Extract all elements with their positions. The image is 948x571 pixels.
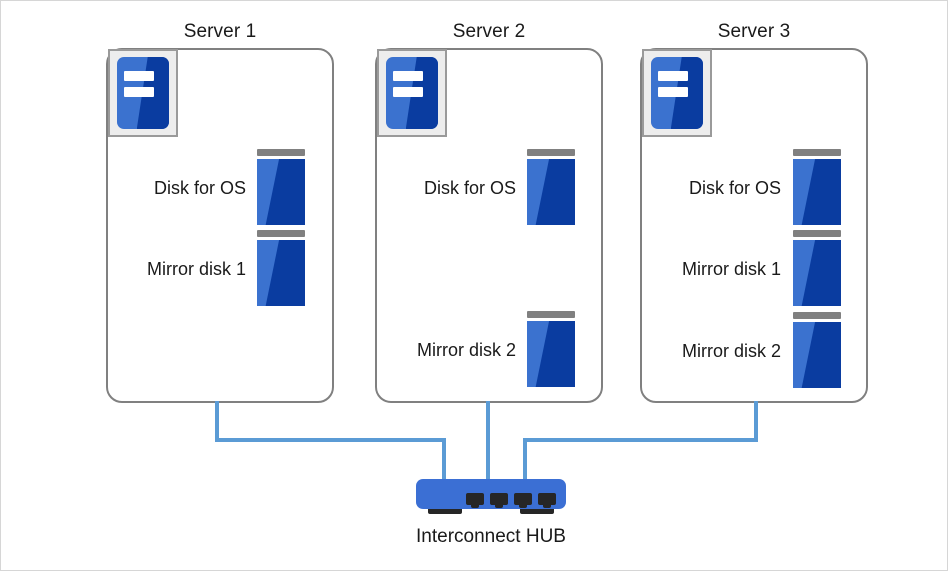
connection-line-server-3-vertical-a [754,401,758,442]
hub-foot-left [428,507,462,514]
server-3-disk-label-2: Mirror disk 2 [681,341,781,361]
disk-cap-icon [793,312,841,319]
server-2-disk-label-1: Mirror disk 2 [416,340,516,360]
server-icon-body [117,57,169,129]
server-icon-body [386,57,438,129]
disk-plate-icon [527,159,575,225]
server-1-disk-label-0: Disk for OS [153,178,246,198]
hub-port-1 [466,493,484,508]
server-3-title: Server 3 [717,21,791,42]
server-3-disk-icon-1 [793,230,841,306]
server-2-disk-icon-1 [527,311,575,387]
server-2-machine-icon [377,49,447,137]
server-icon-slot-bar-1 [658,71,689,81]
connection-line-server-1-vertical-b [442,438,446,483]
server-1-disk-icon-1 [257,230,305,306]
hub-label: Interconnect HUB [416,526,566,547]
disk-plate-icon [793,322,841,388]
server-1-machine-icon [108,49,178,137]
server-3-machine-icon [642,49,712,137]
interconnect-hub [416,479,566,517]
connection-line-server-2-vertical [486,401,490,483]
server-3-disk-label-1: Mirror disk 1 [681,259,781,279]
server-1-disk-icon-0 [257,149,305,225]
disk-cap-icon [793,149,841,156]
disk-plate-icon [257,159,305,225]
server-2-disk-icon-0 [527,149,575,225]
server-icon-slot-bar-1 [393,71,424,81]
disk-cap-icon [257,230,305,237]
disk-cap-icon [793,230,841,237]
server-icon-slot-bar-1 [124,71,155,81]
server-3-disk-icon-0 [793,149,841,225]
server-3-disk-label-0: Disk for OS [688,178,781,198]
server-3-disk-icon-2 [793,312,841,388]
server-1-disk-label-1: Mirror disk 1 [146,259,246,279]
connection-line-server-1-horizontal [215,438,446,442]
server-icon-body [651,57,703,129]
disk-plate-icon [527,321,575,387]
hub-foot-right [520,507,554,514]
disk-cap-icon [257,149,305,156]
server-icon-slot-bar-2 [393,87,424,97]
hub-port-2 [490,493,508,508]
server-1-title: Server 1 [183,21,257,42]
hub-port-3 [514,493,532,508]
disk-plate-icon [793,159,841,225]
connection-line-server-1-vertical-a [215,401,219,442]
hub-port-4 [538,493,556,508]
disk-plate-icon [257,240,305,306]
server-2-disk-label-0: Disk for OS [423,178,516,198]
connection-line-server-3-vertical-b [523,438,527,483]
disk-cap-icon [527,149,575,156]
disk-cap-icon [527,311,575,318]
disk-plate-icon [793,240,841,306]
connection-line-server-3-horizontal [523,438,758,442]
server-icon-slot-bar-2 [124,87,155,97]
server-2-title: Server 2 [452,21,526,42]
server-icon-slot-bar-2 [658,87,689,97]
